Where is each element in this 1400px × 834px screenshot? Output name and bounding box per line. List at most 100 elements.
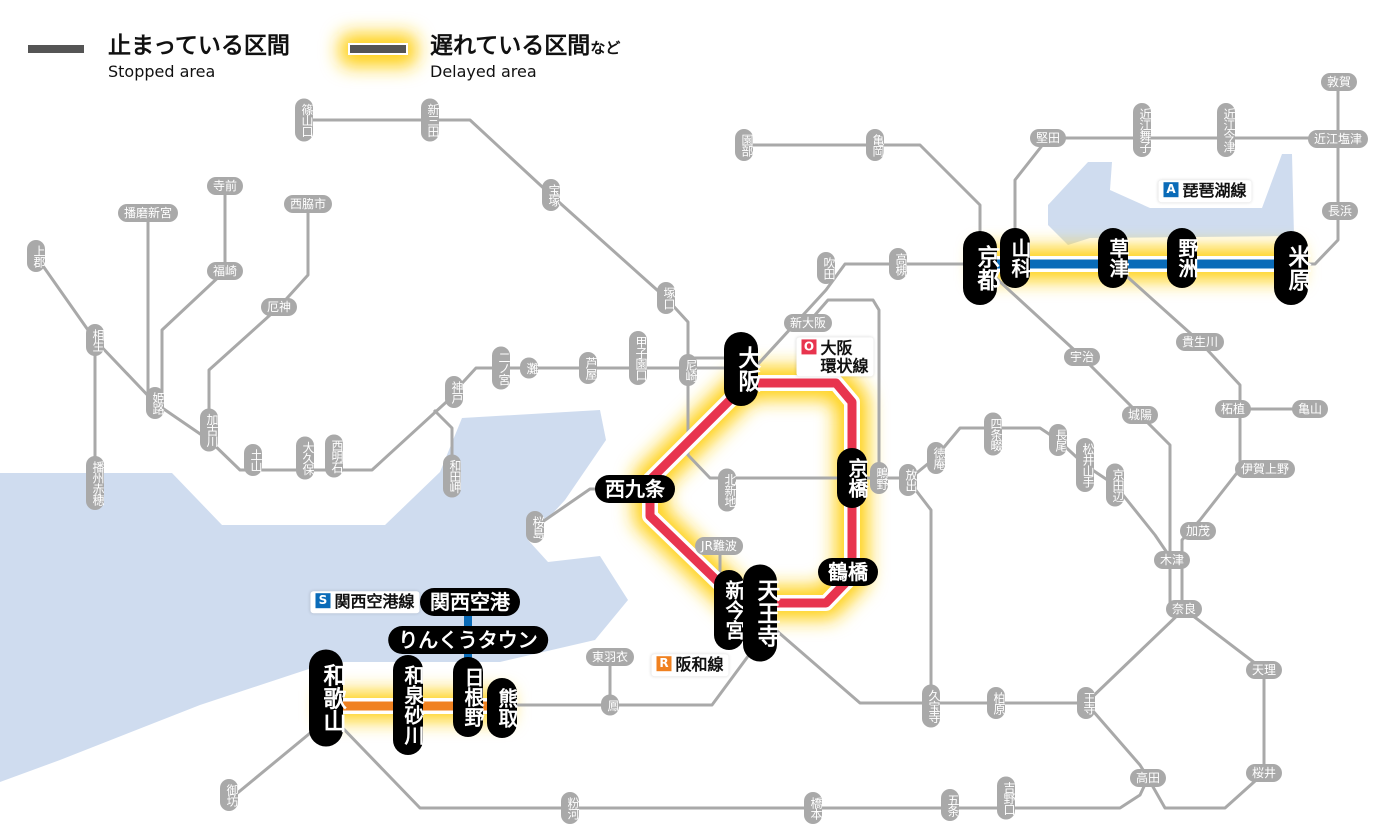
minor-station[interactable]: 宝塚 [542, 179, 561, 211]
minor-station[interactable]: 柏原 [987, 687, 1006, 719]
minor-station[interactable]: 姫路 [146, 387, 165, 419]
minor-station[interactable]: 吹田 [817, 252, 836, 284]
minor-station[interactable]: 近江舞子 [1133, 103, 1152, 157]
major-station[interactable]: 西九条 [595, 475, 675, 503]
minor-station[interactable]: 貴生川 [1175, 333, 1225, 351]
line-name: 琵琶湖線 [1182, 181, 1247, 201]
major-station[interactable]: 和泉砂川 [393, 655, 425, 755]
minor-station[interactable]: 橋本 [804, 792, 823, 824]
line-badge-icon: A [1163, 182, 1179, 198]
legend-delayed-jp-text: 遅れている区間 [430, 33, 591, 59]
major-station[interactable]: 関西空港 [420, 588, 520, 616]
minor-station[interactable]: 伊賀上野 [1234, 460, 1296, 478]
minor-station[interactable]: 寺前 [206, 177, 244, 195]
minor-station[interactable]: 灘 [520, 357, 539, 379]
minor-station[interactable]: 木津 [1153, 551, 1191, 569]
major-station[interactable]: 和歌山 [309, 649, 345, 747]
minor-station[interactable]: 大久保 [296, 436, 315, 480]
minor-station[interactable]: 御坊 [220, 779, 239, 811]
minor-station[interactable]: 西明石 [325, 434, 344, 478]
minor-station[interactable]: 鴫野 [870, 462, 889, 494]
minor-station[interactable]: 甲子園口 [629, 331, 648, 385]
minor-station[interactable]: 篠山口 [295, 98, 314, 142]
major-station[interactable]: 新今宮 [714, 570, 746, 650]
minor-station[interactable]: 松井山手 [1076, 438, 1095, 492]
minor-station[interactable]: 上郡 [27, 240, 46, 272]
major-station[interactable]: 京都 [963, 231, 999, 305]
minor-station[interactable]: 徳庵 [927, 442, 946, 474]
minor-station[interactable]: 二ノ宮 [492, 346, 511, 390]
minor-station[interactable]: 芦屋 [579, 352, 598, 384]
minor-station[interactable]: 亀岡 [866, 129, 885, 161]
minor-station[interactable]: 加茂 [1179, 522, 1217, 540]
legend-delayed-suffix: など [590, 39, 621, 57]
minor-station[interactable]: 近江塩津 [1307, 130, 1369, 148]
minor-station[interactable]: 北新地 [718, 468, 737, 512]
minor-station[interactable]: 相生 [86, 324, 105, 356]
minor-station[interactable]: 吉野口 [997, 776, 1016, 820]
line-badge-icon: S [315, 593, 331, 609]
minor-station[interactable]: 敦賀 [1320, 73, 1358, 91]
major-station[interactable]: 日根野 [453, 657, 485, 737]
legend-stopped-en: Stopped area [108, 62, 216, 81]
minor-station[interactable]: JR難波 [695, 537, 743, 555]
minor-station[interactable]: 厄神 [260, 298, 298, 316]
line-badge-icon: O [801, 339, 817, 355]
minor-station[interactable]: 城陽 [1121, 406, 1159, 424]
major-station[interactable]: 京橋 [837, 448, 869, 508]
minor-station[interactable]: 東羽衣 [585, 648, 635, 666]
minor-station[interactable]: 堅田 [1029, 129, 1067, 147]
line-name: 大阪 環状線 [820, 338, 869, 375]
minor-station[interactable]: 桜島 [526, 511, 545, 543]
major-station[interactable]: 草津 [1098, 228, 1130, 288]
major-station[interactable]: りんくうタウン [388, 626, 548, 654]
minor-station[interactable]: 王寺 [1077, 687, 1096, 719]
minor-station[interactable]: 京田辺 [1106, 463, 1125, 507]
minor-station[interactable]: 四条畷 [984, 412, 1003, 456]
minor-station[interactable]: 播磨新宮 [117, 204, 179, 222]
minor-station[interactable]: 天理 [1245, 661, 1283, 679]
minor-station[interactable]: 福崎 [206, 262, 244, 280]
legend-stopped: 止まっている区間 Stopped area [108, 26, 290, 81]
minor-station[interactable]: 西脇市 [283, 195, 333, 213]
minor-station[interactable]: 新三田 [421, 98, 440, 142]
minor-station[interactable]: 奈良 [1165, 600, 1203, 618]
major-station[interactable]: 米原 [1274, 231, 1310, 305]
minor-station[interactable]: 園部 [735, 129, 754, 161]
major-station[interactable]: 天王寺 [743, 564, 779, 662]
minor-station[interactable]: 新大阪 [783, 314, 833, 332]
minor-station[interactable]: 柘植 [1214, 400, 1252, 418]
minor-station[interactable]: 久宝寺 [922, 684, 941, 728]
lake-biwa [1048, 154, 1294, 245]
minor-station[interactable]: 神戸 [445, 376, 464, 408]
stopped-legend-swatch [28, 45, 84, 53]
minor-station[interactable]: 高槻 [889, 248, 908, 280]
major-station[interactable]: 熊取 [487, 678, 519, 738]
minor-station[interactable]: 亀山 [1291, 400, 1329, 418]
major-station[interactable]: 大阪 [724, 332, 760, 406]
minor-station[interactable]: 粉河 [561, 792, 580, 824]
minor-station[interactable]: 播州赤穂 [86, 456, 105, 510]
minor-station[interactable]: 宇治 [1063, 348, 1101, 366]
minor-station[interactable]: 高田 [1129, 769, 1167, 787]
minor-station[interactable]: 尼崎 [679, 354, 698, 386]
major-station[interactable]: 野洲 [1167, 228, 1199, 288]
minor-station[interactable]: 長尾 [1049, 424, 1068, 456]
minor-station[interactable]: 加古川 [200, 408, 219, 452]
minor-station[interactable]: 近江今津 [1217, 103, 1236, 157]
minor-station[interactable]: 塚口 [657, 282, 676, 314]
minor-station[interactable]: 五条 [941, 789, 960, 821]
major-station[interactable]: 鶴橋 [818, 558, 878, 586]
minor-station[interactable]: 放出 [899, 464, 918, 496]
minor-station[interactable]: 桜井 [1245, 764, 1283, 782]
minor-station[interactable]: 鳳 [601, 694, 620, 716]
minor-station[interactable]: 長浜 [1321, 202, 1359, 220]
minor-station[interactable]: 和田岬 [443, 454, 462, 498]
minor-station[interactable]: 土山 [244, 444, 263, 476]
major-station[interactable]: 山科 [1000, 228, 1032, 288]
